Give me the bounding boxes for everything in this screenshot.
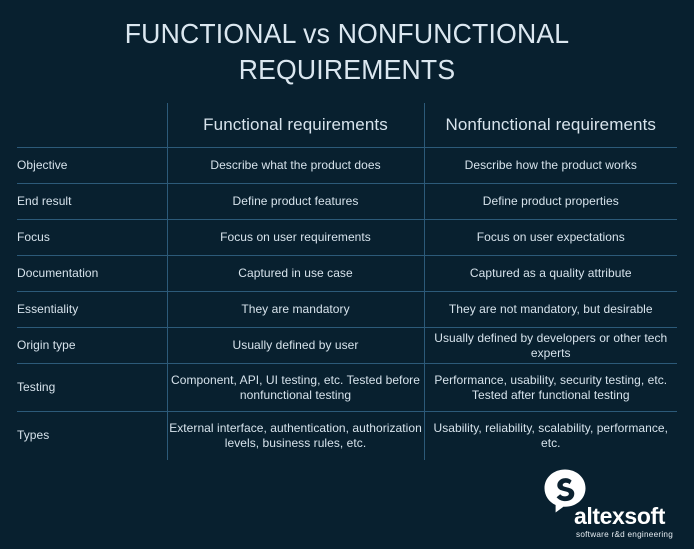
altexsoft-logo: altexsoft software r&d engineering [536,468,676,539]
altexsoft-tagline: software r&d engineering [576,530,674,539]
row-label-focus: Focus [17,219,167,256]
table-row: Types External interface, authentication… [17,411,677,460]
cell-functional-documentation: Captured in use case [166,255,425,292]
table-row: Origin type Usually defined by user Usua… [17,327,677,364]
altexsoft-speech-bubble-icon [542,468,588,514]
table-row: Focus Focus on user requirements Focus o… [17,219,677,256]
page-title: FUNCTIONAL vs NONFUNCTIONAL REQUIREMENTS [124,18,570,85]
row-label-objective: Objective [17,147,167,184]
row-label-testing: Testing [17,363,167,412]
table-row: Testing Component, API, UI testing, etc.… [17,363,677,412]
cell-nonfunctional-essentiality: They are not mandatory, but desirable [423,291,677,328]
cell-functional-essentiality: They are mandatory [166,291,425,328]
cell-functional-focus: Focus on user requirements [166,219,425,256]
column-header-blank [17,103,167,148]
comparison-table-wrapper: Functional requirements Nonfunctional re… [17,103,677,460]
table-row: Objective Describe what the product does… [17,147,677,184]
cell-nonfunctional-focus: Focus on user expectations [423,219,677,256]
cell-nonfunctional-end-result: Define product properties [423,183,677,220]
table-body: Objective Describe what the product does… [17,147,677,460]
table-row: Documentation Captured in use case Captu… [17,255,677,292]
column-header-functional: Functional requirements [166,103,425,148]
cell-nonfunctional-testing: Performance, usability, security testing… [423,363,677,412]
cell-nonfunctional-types: Usability, reliability, scalability, per… [423,411,677,460]
table-header: Functional requirements Nonfunctional re… [17,103,677,148]
row-label-essentiality: Essentiality [17,291,167,328]
altexsoft-wordmark: altexsoft [574,503,665,529]
row-label-types: Types [17,411,167,460]
cell-functional-end-result: Define product features [166,183,425,220]
cell-nonfunctional-origin-type: Usually defined by developers or other t… [423,327,677,364]
table-row: Essentiality They are mandatory They are… [17,291,677,328]
column-header-nonfunctional: Nonfunctional requirements [423,103,677,148]
cell-nonfunctional-documentation: Captured as a quality attribute [423,255,677,292]
cell-functional-types: External interface, authentication, auth… [166,411,425,460]
cell-functional-objective: Describe what the product does [166,147,425,184]
cell-functional-origin-type: Usually defined by user [166,327,425,364]
row-label-end-result: End result [17,183,167,220]
comparison-table: Functional requirements Nonfunctional re… [17,103,677,460]
table-row: End result Define product features Defin… [17,183,677,220]
row-label-origin-type: Origin type [17,327,167,364]
cell-functional-testing: Component, API, UI testing, etc. Tested … [166,363,425,412]
table-header-row: Functional requirements Nonfunctional re… [17,103,677,148]
cell-nonfunctional-objective: Describe how the product works [423,147,677,184]
row-label-documentation: Documentation [17,255,167,292]
